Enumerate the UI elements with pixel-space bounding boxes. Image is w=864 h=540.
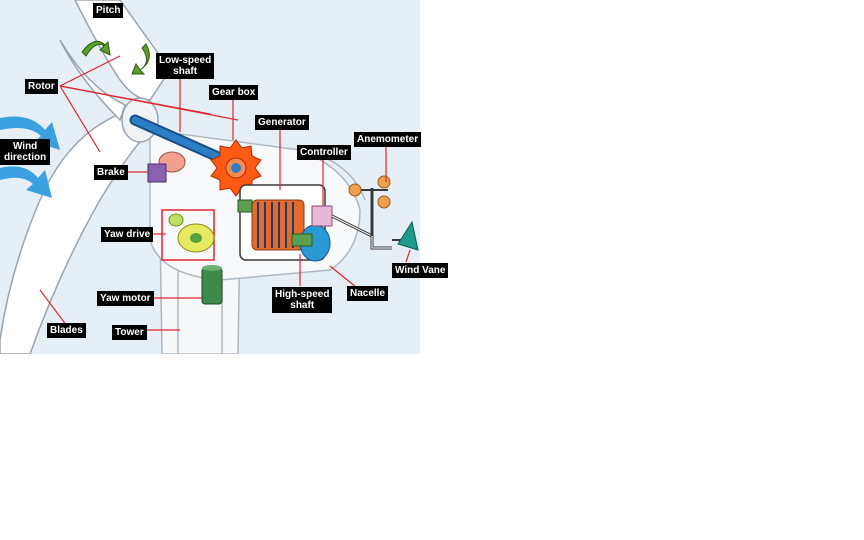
label-generator: Generator xyxy=(255,115,309,130)
label-pitch: Pitch xyxy=(93,3,124,18)
controller-box xyxy=(311,205,333,227)
label-blades: Blades xyxy=(47,323,86,338)
label-nacelle: Nacelle xyxy=(347,286,389,301)
controller-wiring xyxy=(331,214,392,250)
label-high-speed-shaft-line2: shaft xyxy=(290,300,315,311)
yaw-drive xyxy=(161,209,215,261)
wind-vane xyxy=(392,220,419,251)
label-wind-direction-line1: Wind xyxy=(12,141,38,152)
label-wind-direction-line2: direction xyxy=(4,152,47,163)
label-rotor: Rotor xyxy=(25,79,58,94)
label-controller: Controller xyxy=(297,145,351,160)
label-yaw-drive: Yaw drive xyxy=(101,227,154,242)
label-low-speed-shaft-line2: shaft xyxy=(173,66,198,77)
label-low-speed-shaft-line1: Low-speed xyxy=(159,55,212,66)
label-high-speed-shaft-line1: High-speed xyxy=(275,289,330,300)
label-anemometer: Anemometer xyxy=(354,132,422,147)
low-speed-shaft xyxy=(129,114,231,166)
label-low-speed-shaft: Low-speed shaft xyxy=(156,53,215,79)
label-wind-direction: Wind direction xyxy=(0,139,51,165)
anemometer xyxy=(348,175,391,236)
gear-box xyxy=(210,139,262,197)
label-wind-vane: Wind Vane xyxy=(392,263,449,278)
pitch-arrows xyxy=(81,40,150,75)
brake xyxy=(147,151,186,183)
label-brake: Brake xyxy=(94,165,128,180)
wind-turbine-diagram: Pitch Rotor Low-speed shaft Gear box Gen… xyxy=(0,0,449,355)
yaw-motor xyxy=(201,265,223,305)
generator xyxy=(237,184,331,262)
label-high-speed-shaft: High-speed shaft xyxy=(272,287,333,313)
label-yaw-motor: Yaw motor xyxy=(97,291,154,306)
label-tower: Tower xyxy=(112,325,147,340)
label-gear-box: Gear box xyxy=(209,85,259,100)
blade-upper xyxy=(74,0,171,101)
